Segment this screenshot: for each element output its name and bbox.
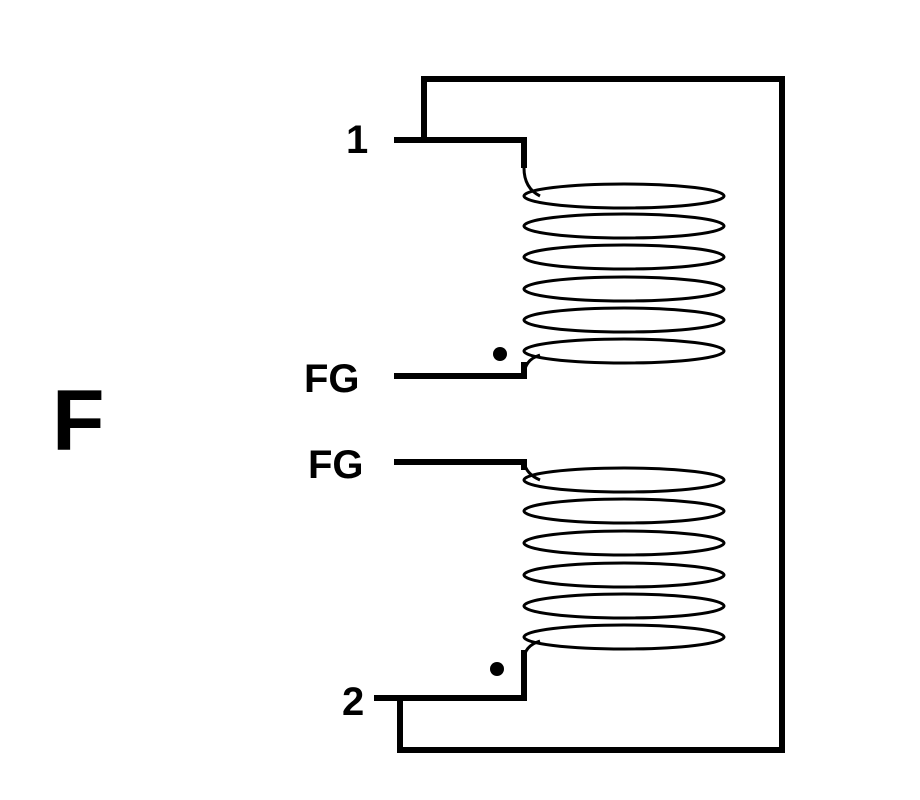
lower-coil bbox=[490, 461, 726, 676]
terminal-2-lead bbox=[374, 650, 527, 701]
outer-loop-wire bbox=[397, 76, 785, 753]
upper-coil-turn bbox=[522, 212, 726, 240]
upper-coil-exit bbox=[522, 353, 541, 377]
upper-coil-turn bbox=[522, 337, 726, 365]
lower-coil-turn bbox=[522, 497, 726, 525]
upper-coil-turn bbox=[522, 306, 726, 334]
upper-coil-turn bbox=[522, 243, 726, 271]
upper-coil-entry bbox=[522, 167, 541, 198]
terminal-label-2: 2 bbox=[342, 680, 364, 724]
upper-polarity-dot bbox=[493, 347, 507, 361]
lower-coil-turn bbox=[522, 592, 726, 620]
lower-coil-turn bbox=[522, 561, 726, 589]
terminal-label-fg-lower: FG bbox=[308, 443, 364, 487]
terminal-label-1: 1 bbox=[346, 118, 368, 162]
upper-coil bbox=[493, 167, 726, 377]
lower-polarity-dot bbox=[490, 662, 504, 676]
lower-coil-turn bbox=[522, 466, 726, 494]
upper-coil-turn bbox=[522, 275, 726, 303]
lower-coil-entry bbox=[522, 461, 541, 482]
upper-coil-turn bbox=[522, 182, 726, 210]
lower-coil-exit bbox=[522, 639, 541, 661]
terminal-1-lead bbox=[394, 137, 527, 168]
terminal-label-fg-upper: FG bbox=[304, 357, 360, 401]
panel-label: F bbox=[52, 373, 105, 469]
lower-coil-turn bbox=[522, 529, 726, 557]
upper-fg-lead bbox=[394, 362, 527, 379]
lower-coil-turn bbox=[522, 623, 726, 651]
lower-fg-lead bbox=[394, 459, 527, 470]
